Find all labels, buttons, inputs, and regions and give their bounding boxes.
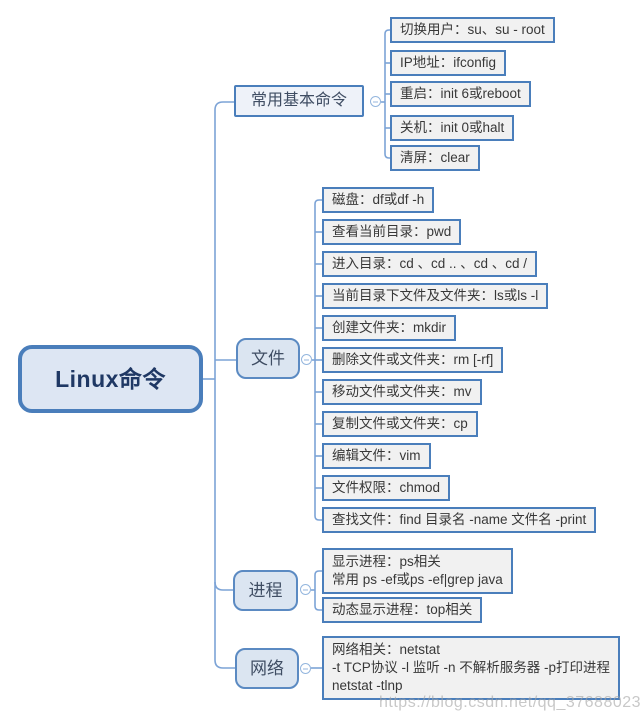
- collapse-toggle-icon[interactable]: [300, 584, 311, 595]
- branch-process[interactable]: 进程: [233, 570, 298, 611]
- child-ls[interactable]: 当前目录下文件及文件夹：ls或ls -l: [322, 283, 549, 309]
- child-shutdown[interactable]: 关机：init 0或halt: [390, 115, 515, 141]
- root-node[interactable]: Linux命令: [18, 345, 203, 413]
- main-trunk: [214, 101, 235, 669]
- child-ps[interactable]: 显示进程：ps相关 常用 ps -ef或ps -ef|grep java: [322, 548, 513, 594]
- child-ip-address[interactable]: IP地址：ifconfig: [390, 50, 507, 76]
- collapse-toggle-icon[interactable]: [370, 96, 381, 107]
- child-top[interactable]: 动态显示进程：top相关: [322, 597, 483, 623]
- child-find[interactable]: 查找文件：find 目录名 -name 文件名 -print: [322, 507, 597, 533]
- watermark: https://blog.csdn.net/qq_37688023: [379, 694, 642, 711]
- child-clear-screen[interactable]: 清屏：clear: [390, 145, 480, 171]
- branch-file[interactable]: 文件: [236, 338, 300, 379]
- collapse-toggle-icon[interactable]: [301, 354, 312, 365]
- child-mv[interactable]: 移动文件或文件夹：mv: [322, 379, 482, 405]
- collapse-toggle-icon[interactable]: [300, 663, 311, 674]
- child-vim[interactable]: 编辑文件：vim: [322, 443, 431, 469]
- branch-basic-commands[interactable]: 常用基本命令: [234, 85, 365, 117]
- child-cd[interactable]: 进入目录：cd 、cd .. 、cd 、cd /: [322, 251, 538, 277]
- child-netstat[interactable]: 网络相关：netstat -t TCP协议 -l 监听 -n 不解析服务器 -p…: [322, 636, 621, 700]
- child-rm[interactable]: 删除文件或文件夹：rm [-rf]: [322, 347, 504, 373]
- process-branch-connector: [214, 581, 233, 591]
- child-switch-user[interactable]: 切换用户：su、su - root: [390, 17, 555, 43]
- branch-network[interactable]: 网络: [235, 648, 299, 689]
- child-cp[interactable]: 复制文件或文件夹：cp: [322, 411, 478, 437]
- child-disk[interactable]: 磁盘：df或df -h: [322, 187, 435, 213]
- child-reboot[interactable]: 重启：init 6或reboot: [390, 81, 531, 107]
- child-mkdir[interactable]: 创建文件夹：mkdir: [322, 315, 456, 341]
- child-chmod[interactable]: 文件权限：chmod: [322, 475, 451, 501]
- child-pwd[interactable]: 查看当前目录：pwd: [322, 219, 462, 245]
